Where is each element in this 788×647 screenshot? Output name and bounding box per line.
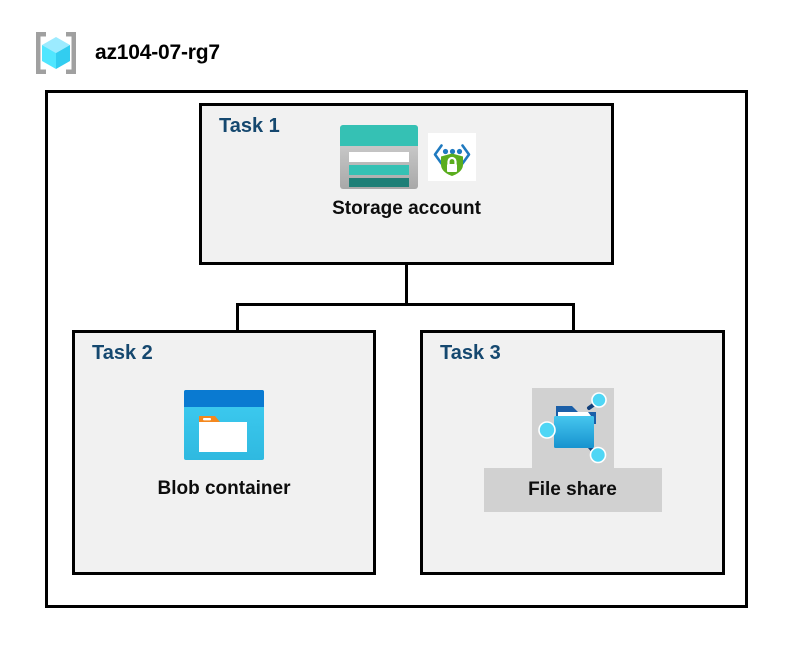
file-share-icon-row	[531, 388, 614, 468]
file-share-caption-highlight: File share	[483, 468, 662, 512]
node-blob-container[interactable]: Blob container	[72, 385, 376, 500]
connector-storage-trunk	[405, 265, 408, 305]
connector-horizontal-bus	[236, 303, 575, 306]
node-storage-account[interactable]: Storage account	[199, 122, 614, 220]
blob-container-caption: Blob container	[157, 478, 291, 499]
file-share-caption: File share	[528, 478, 617, 500]
resource-group-header: az104-07-rg7	[30, 27, 220, 79]
storage-account-caption: Storage account	[332, 198, 481, 219]
task-2-label: Task 2	[92, 342, 153, 364]
task-3-label: Task 3	[440, 342, 501, 364]
resource-group-title: az104-07-rg7	[95, 41, 220, 64]
storage-account-icon	[338, 123, 420, 191]
resource-group-cube-icon	[30, 27, 82, 79]
file-share-icon	[534, 390, 612, 466]
blob-container-icon-row	[183, 385, 265, 465]
task-1-label: Task 1	[219, 115, 280, 137]
node-file-share[interactable]: File share	[420, 388, 725, 512]
storage-account-icon-row	[338, 122, 476, 192]
storage-security-shield-icon	[427, 133, 476, 181]
blob-container-icon	[183, 389, 265, 461]
